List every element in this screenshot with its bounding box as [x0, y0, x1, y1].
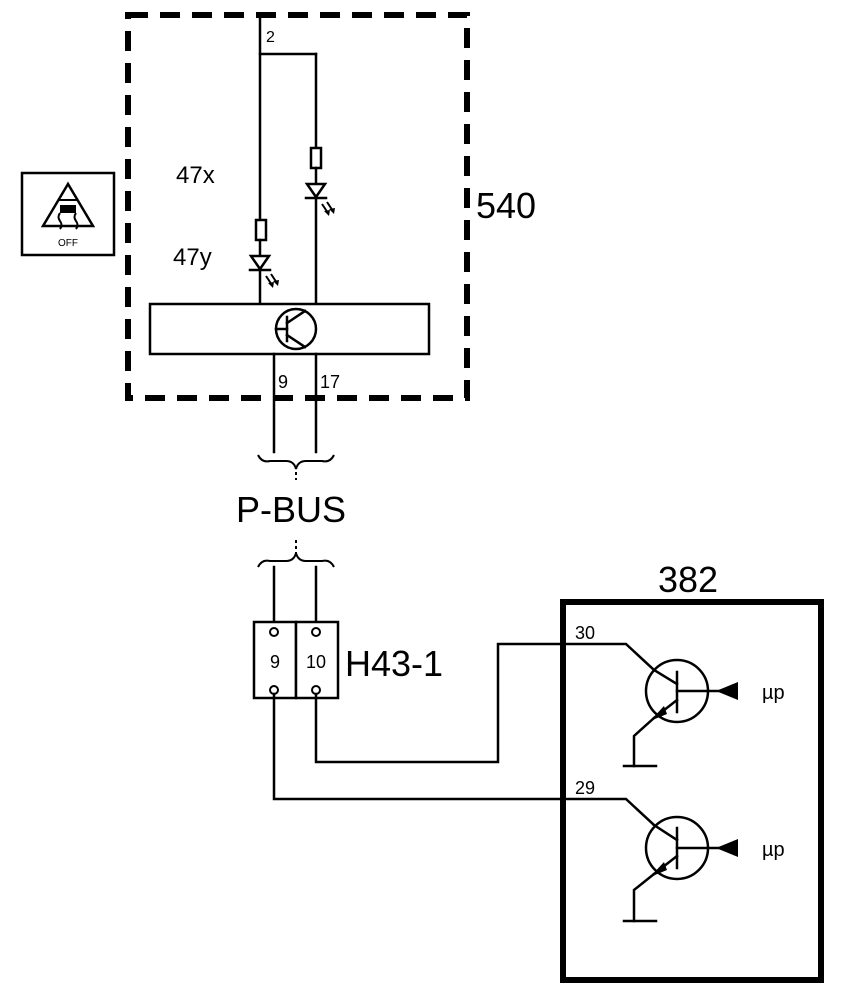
indicator-off-text: OFF: [58, 238, 78, 249]
module-382-label: 382: [658, 559, 718, 600]
indicator-symbol: OFF: [20, 171, 116, 257]
p-bus-lower-brace: [257, 552, 335, 568]
pin-9-label: 9: [278, 372, 288, 392]
pin-30-label: 30: [575, 623, 595, 643]
traction-control-off-icon: [40, 181, 96, 230]
input-upper-label: µp: [762, 682, 785, 704]
input-lower-label: µp: [762, 839, 785, 861]
output-transistor-lower-icon: [622, 815, 738, 923]
led-47x-icon: [304, 182, 335, 216]
connector-h43-1: 9 10 H43-1: [252, 620, 443, 700]
module-382: 382 30 29 µp µp: [560, 559, 824, 983]
connector-pin-9-label: 9: [270, 652, 280, 672]
pin-17-label: 17: [320, 372, 340, 392]
resistor-47x: [309, 146, 323, 170]
led-47y-icon: [248, 254, 279, 288]
module-540-boundary: [125, 12, 470, 401]
module-382-boundary: [560, 599, 824, 983]
pin-29-label: 29: [575, 778, 595, 798]
wire-pin-9-to-29: [272, 692, 656, 827]
led-47y-label: 47y: [173, 244, 212, 271]
p-bus: P-BUS: [236, 454, 346, 624]
connector-label: H43-1: [345, 643, 443, 684]
pin-2-label: 2: [266, 29, 275, 46]
module-540-label: 540: [476, 185, 536, 226]
connector-pin-10-label: 10: [306, 652, 326, 672]
transistor-icon: [274, 307, 318, 351]
output-transistor-upper-icon: [622, 658, 738, 768]
p-bus-upper-brace: [257, 454, 335, 470]
resistor-47y: [254, 218, 268, 242]
module-540: 540 2 47x 47y: [125, 12, 536, 454]
wire-pin-10-to-30: [314, 642, 656, 764]
led-47x-label: 47x: [176, 162, 215, 189]
p-bus-label: P-BUS: [236, 489, 346, 530]
